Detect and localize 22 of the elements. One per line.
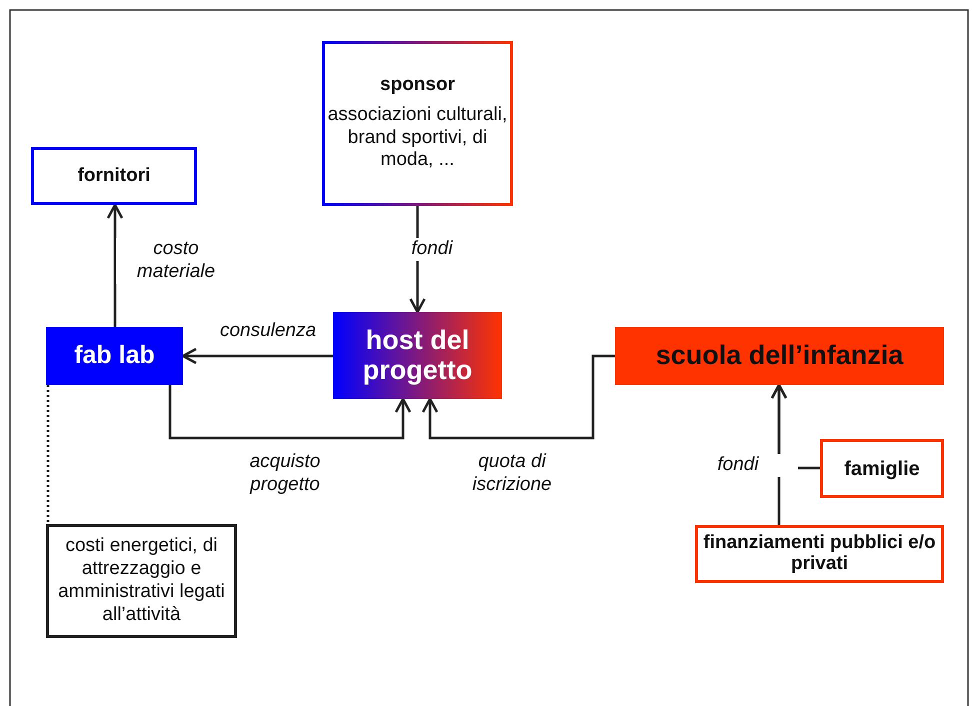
arrow (106, 204, 124, 327)
entity-box (46, 524, 237, 638)
arrow (422, 354, 615, 440)
box-title: famiglie (844, 458, 920, 480)
entity-box (31, 147, 197, 205)
entity-box (820, 439, 944, 498)
arrow (182, 348, 333, 364)
arrow (168, 385, 412, 440)
entity-box (695, 525, 944, 583)
entity-box (46, 327, 183, 385)
box-title: finanziamenti pubblici e/o privati (702, 533, 937, 575)
box-title: fab lab (74, 342, 155, 370)
box-description: costi energetici, di attrezzaggio e amministrativi legati all’attività (57, 535, 226, 627)
box-title: fornitori (78, 166, 150, 186)
box-title: scuola dell’infanzia (656, 341, 904, 371)
box-description: associazioni culturali, brand sportivi, di moda, ... (326, 104, 508, 172)
entity-box (322, 41, 513, 206)
box-title: sponsor (380, 74, 455, 96)
connector-line (46, 385, 50, 524)
entity-box (615, 327, 944, 385)
entity-box (333, 312, 502, 399)
box-title: host del progetto (362, 326, 474, 386)
